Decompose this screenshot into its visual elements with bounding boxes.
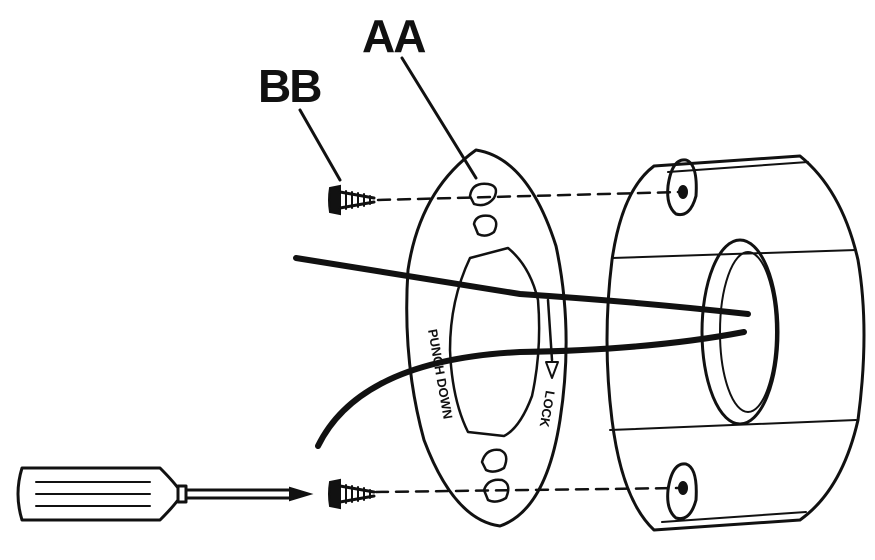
callout-aa-label: AA [362,10,425,62]
junction-box-icon [605,154,866,532]
top-alignment-dashed-line [376,190,682,202]
screw-icon [328,478,376,510]
callout-bb-label: BB [258,60,321,112]
screwdriver-icon [16,466,314,522]
mounting-plate-icon: PUNCH DOWN LOCK [405,148,568,528]
screw-icon [328,184,376,216]
bottom-alignment-dashed-line [374,486,682,494]
cable-icon [293,255,751,449]
callout-bb-leader [298,108,342,182]
plate-right-marking: LOCK [537,389,558,428]
